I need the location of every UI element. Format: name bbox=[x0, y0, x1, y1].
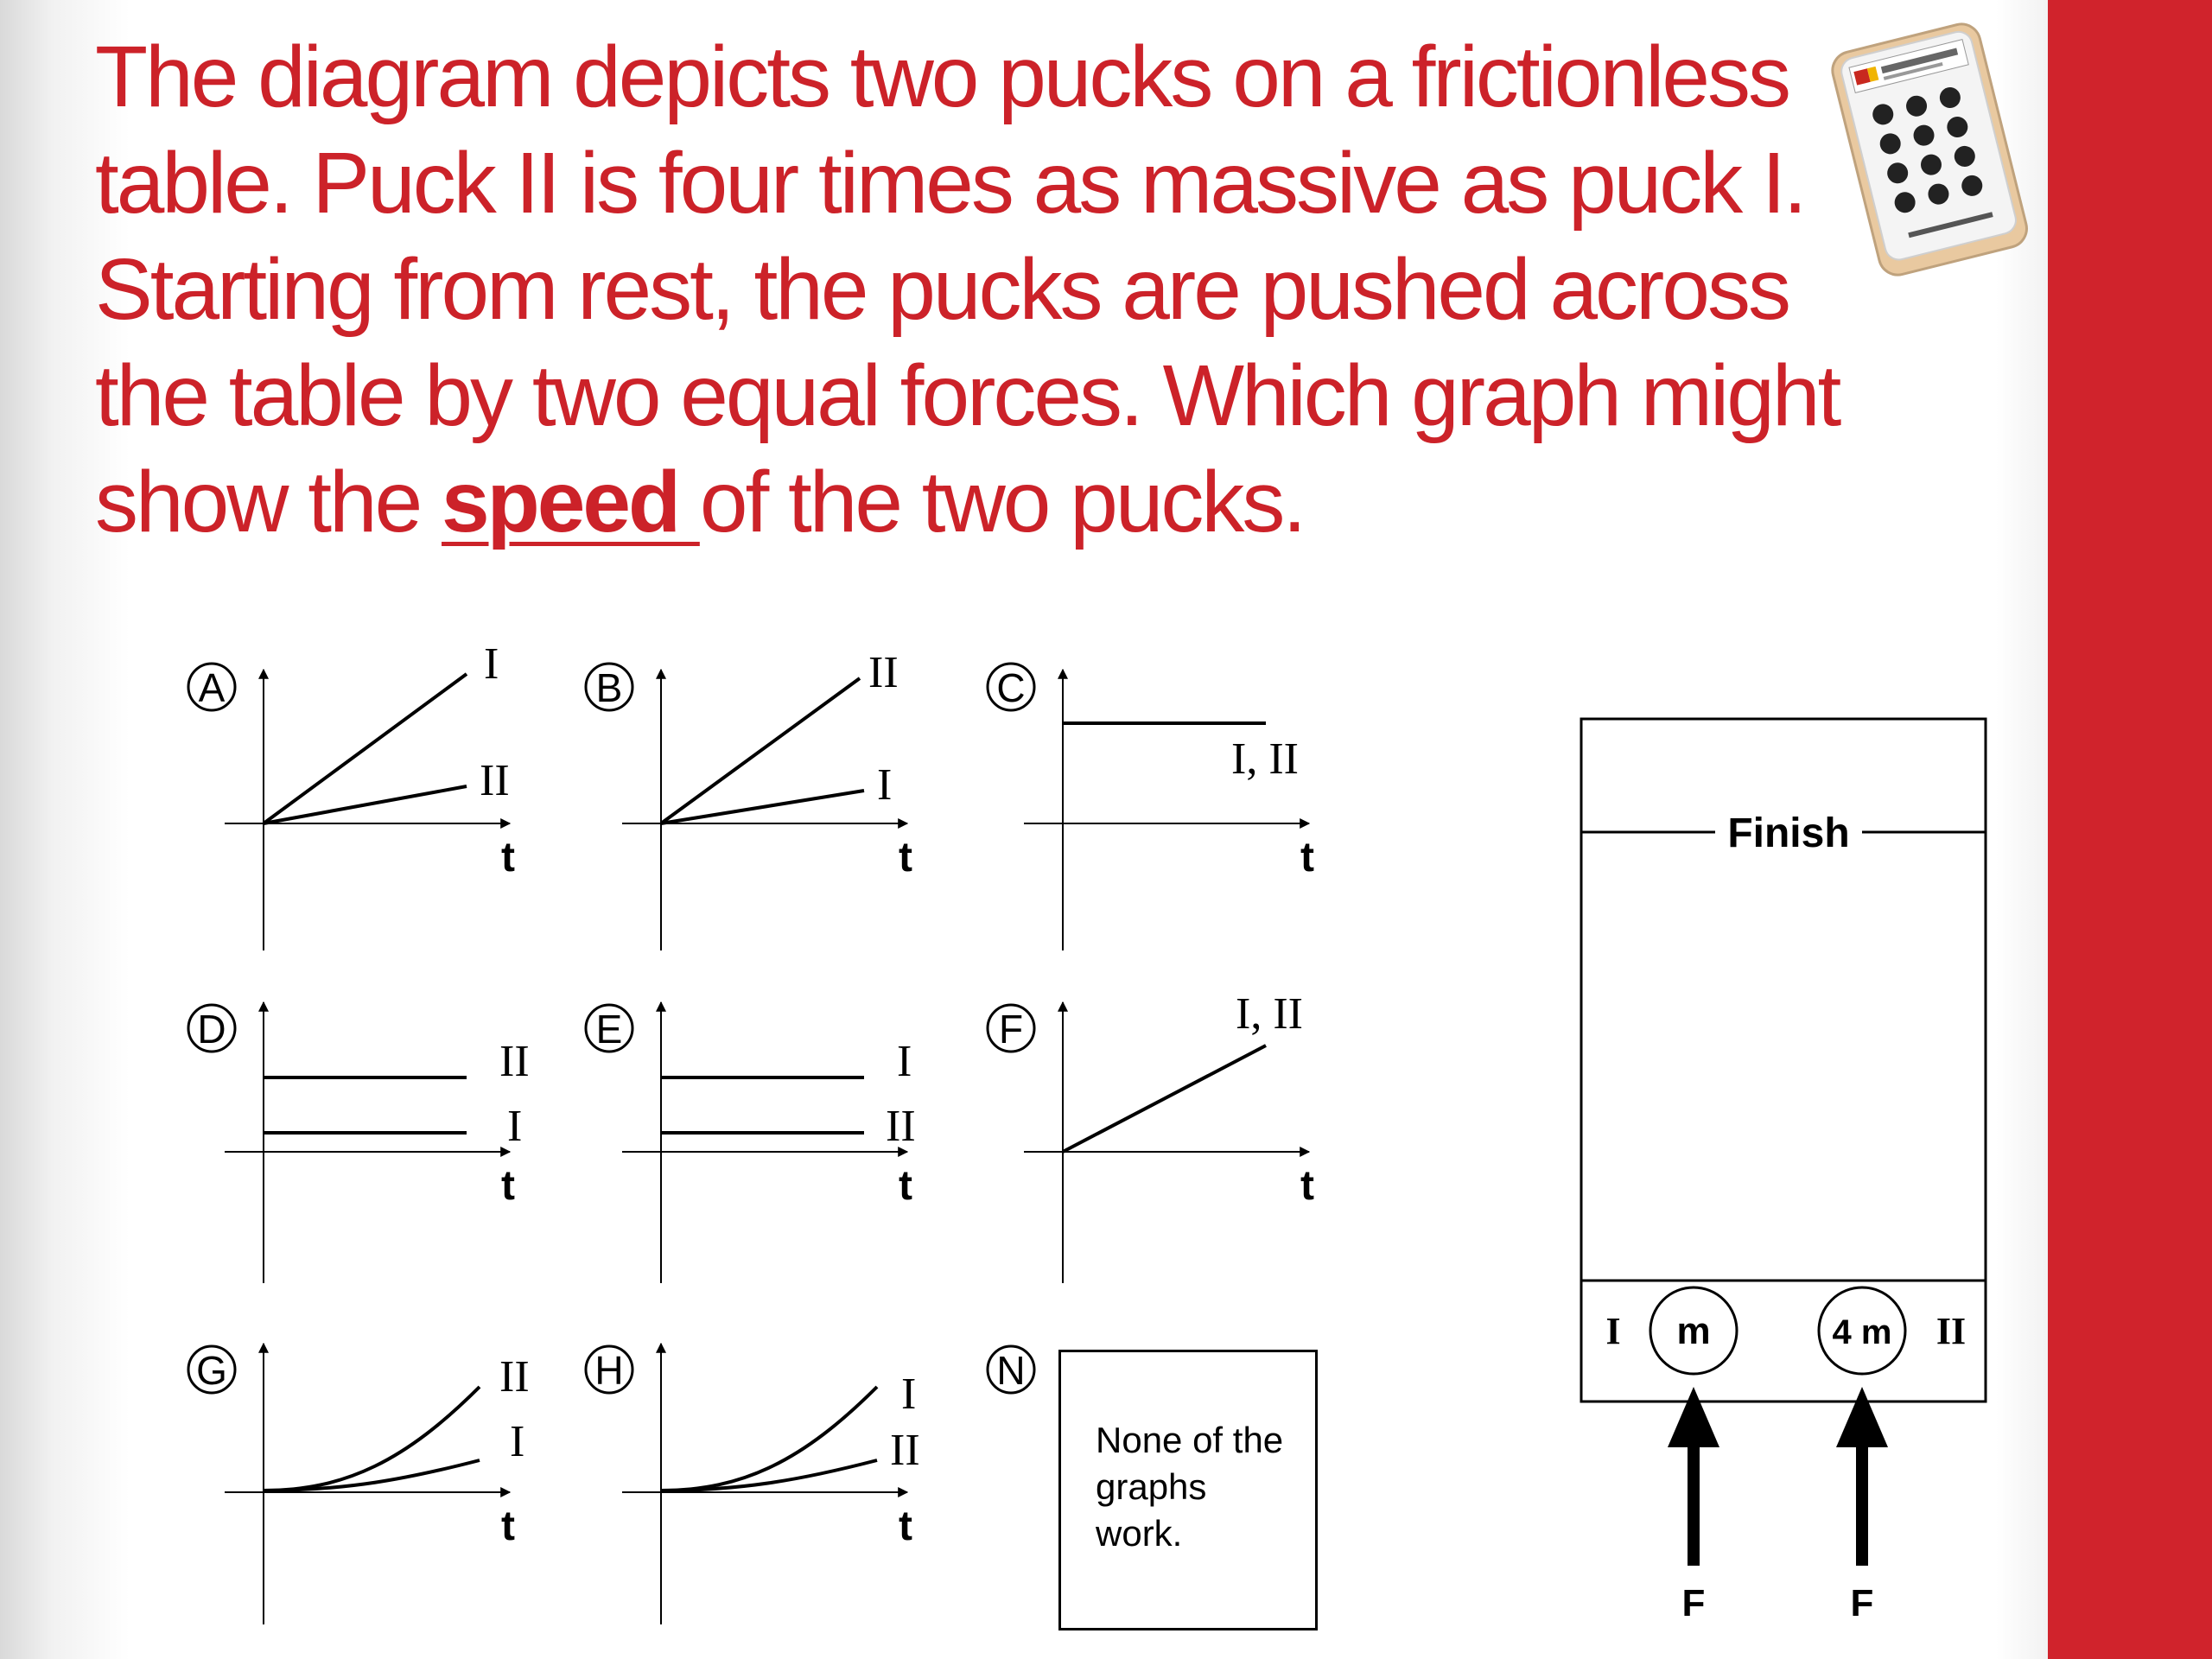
graph-a[interactable]: A I II t bbox=[187, 639, 515, 950]
graph-h-lower-label: II bbox=[890, 1426, 920, 1475]
graph-d[interactable]: D II I t bbox=[187, 1001, 530, 1283]
graph-b-line-lower bbox=[660, 789, 865, 825]
graph-b-line-upper bbox=[659, 677, 861, 825]
graph-g-letter: G bbox=[196, 1348, 227, 1393]
force-arrow-1 bbox=[1668, 1387, 1719, 1566]
puck2-mass: 4 m bbox=[1833, 1313, 1892, 1351]
graph-b-upper-label: II bbox=[868, 648, 899, 697]
graph-a-line-lower bbox=[263, 785, 467, 825]
none-option-box[interactable]: None of the graphs work. bbox=[1058, 1350, 1318, 1630]
force2-label: F bbox=[1851, 1582, 1874, 1624]
graph-a-upper-label: I bbox=[484, 639, 499, 689]
graph-g-upper-label: II bbox=[499, 1352, 530, 1402]
graph-c-letter: C bbox=[996, 665, 1025, 710]
puck-diagram: Finish I m 4 m II F F bbox=[1580, 717, 1987, 1624]
graph-h-upper-label: I bbox=[901, 1370, 916, 1419]
graph-f-letter: F bbox=[999, 1007, 1023, 1052]
turningpoint-clicker-icon bbox=[1831, 22, 2028, 276]
graph-f-line bbox=[1062, 1044, 1267, 1154]
puck1-label: I bbox=[1605, 1310, 1620, 1352]
graph-b-lower-label: I bbox=[877, 760, 892, 810]
graph-a-lower-label: II bbox=[480, 756, 510, 805]
question-text-start: The diagram depicts two pucks on a frict… bbox=[95, 29, 1841, 550]
graph-d-upper-label: II bbox=[499, 1037, 530, 1086]
graph-a-t-label: t bbox=[501, 835, 515, 880]
puck1-mass: m bbox=[1676, 1310, 1710, 1352]
graph-f-t-label: t bbox=[1300, 1163, 1314, 1209]
graph-d-lower-label: I bbox=[507, 1102, 522, 1151]
graph-e-upper-label: I bbox=[897, 1037, 912, 1086]
puck2 bbox=[1817, 1286, 1907, 1376]
question-text-end: of the two pucks. bbox=[699, 454, 1306, 550]
graph-g-curve-upper bbox=[263, 1385, 481, 1492]
graph-grid: A I II t B II I t C I, II t D II bbox=[187, 639, 1314, 1624]
graph-a-line-upper bbox=[262, 672, 468, 825]
graph-c-t-label: t bbox=[1300, 835, 1314, 880]
graph-e-lower-label: II bbox=[886, 1102, 916, 1151]
graph-h-curve-upper bbox=[660, 1385, 879, 1492]
graph-b-letter: B bbox=[596, 665, 623, 710]
graph-g-t-label: t bbox=[501, 1503, 515, 1549]
graph-h-curve-lower bbox=[660, 1459, 878, 1492]
graph-g-lower-label: I bbox=[510, 1417, 524, 1466]
graph-h[interactable]: H I II t bbox=[584, 1342, 920, 1624]
graph-d-t-label: t bbox=[501, 1163, 515, 1209]
graph-c[interactable]: C I, II t bbox=[986, 662, 1314, 950]
graph-f-label: I, II bbox=[1236, 989, 1303, 1039]
graph-h-t-label: t bbox=[899, 1503, 912, 1549]
graph-e-letter: E bbox=[596, 1007, 623, 1052]
puck2-label: II bbox=[1936, 1310, 1966, 1352]
graph-n-letter: N bbox=[996, 1348, 1025, 1393]
none-option-text: None of the graphs work. bbox=[1096, 1420, 1284, 1554]
force1-label: F bbox=[1682, 1582, 1706, 1624]
finish-label: Finish bbox=[1727, 810, 1849, 856]
graph-h-letter: H bbox=[594, 1348, 623, 1393]
question-text: The diagram depicts two pucks on a frict… bbox=[95, 24, 1918, 556]
graph-b-t-label: t bbox=[899, 835, 912, 880]
slide-side-bar bbox=[2048, 0, 2212, 1659]
graph-d-letter: D bbox=[197, 1007, 226, 1052]
graph-e[interactable]: E I II t bbox=[584, 1001, 916, 1283]
graph-b[interactable]: B II I t bbox=[584, 648, 912, 950]
graph-g-curve-lower bbox=[263, 1459, 480, 1492]
puck1 bbox=[1649, 1286, 1738, 1376]
graph-f[interactable]: F I, II t bbox=[986, 989, 1314, 1283]
graph-e-t-label: t bbox=[899, 1163, 912, 1209]
force-arrow-2 bbox=[1836, 1387, 1888, 1566]
question-keyword: speed bbox=[442, 454, 700, 550]
graph-g[interactable]: G II I t bbox=[187, 1342, 530, 1624]
graph-a-letter: A bbox=[199, 665, 226, 710]
graph-n[interactable]: N bbox=[986, 1344, 1036, 1395]
graph-c-label: I, II bbox=[1231, 734, 1299, 784]
